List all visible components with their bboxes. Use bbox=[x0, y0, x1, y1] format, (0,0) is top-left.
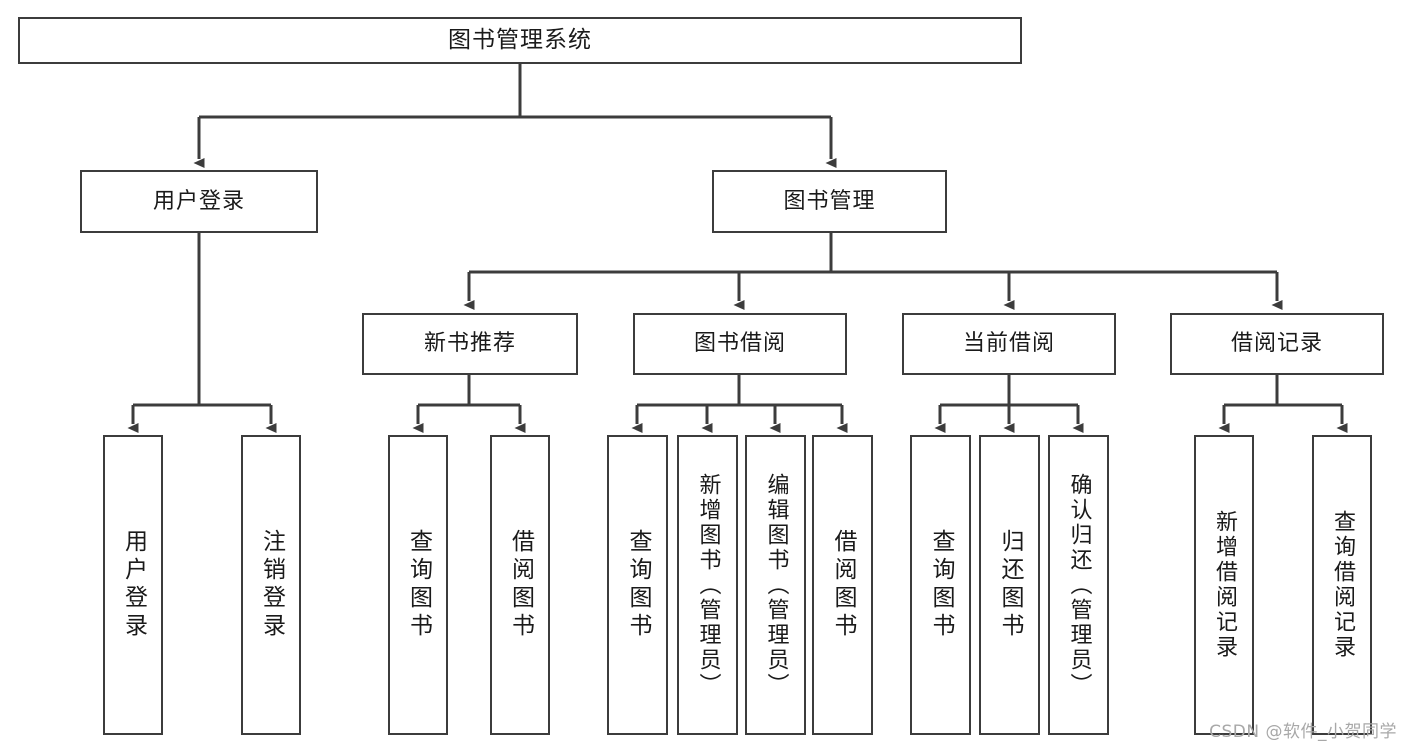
node-label: 用户登录 bbox=[152, 188, 245, 214]
node-leaf-edit-book[interactable]: 编辑图书（管理员） bbox=[745, 435, 806, 735]
node-leaf-add-borrow-record[interactable]: 新增借阅记录 bbox=[1194, 435, 1254, 735]
node-leaf-query-book-current[interactable]: 查询图书 bbox=[910, 435, 971, 735]
node-label: 新增借阅记录 bbox=[1212, 510, 1237, 660]
node-leaf-borrow-book-recommend[interactable]: 借阅图书 bbox=[490, 435, 550, 735]
node-label: 确认归还（管理员） bbox=[1066, 472, 1092, 698]
node-label: 查询图书 bbox=[928, 529, 954, 641]
node-label: 查询图书 bbox=[405, 529, 432, 641]
node-borrow-record[interactable]: 借阅记录 bbox=[1170, 313, 1384, 375]
node-label: 查询图书 bbox=[625, 529, 651, 641]
edges-user-login-leaves bbox=[127, 233, 277, 433]
node-book-borrow[interactable]: 图书借阅 bbox=[633, 313, 847, 375]
node-leaf-return-book[interactable]: 归还图书 bbox=[979, 435, 1040, 735]
node-user-login[interactable]: 用户登录 bbox=[80, 170, 318, 233]
node-leaf-confirm-return[interactable]: 确认归还（管理员） bbox=[1048, 435, 1109, 735]
node-label: 当前借阅 bbox=[962, 331, 1055, 357]
node-label: 新增图书（管理员） bbox=[695, 472, 721, 698]
csdn-watermark: CSDN @软件_小贺同学 bbox=[1209, 722, 1397, 742]
node-current-borrow[interactable]: 当前借阅 bbox=[902, 313, 1116, 375]
node-label: 图书管理系统 bbox=[448, 26, 592, 53]
edges-borrow-record-leaves bbox=[1218, 375, 1348, 433]
node-book-management[interactable]: 图书管理 bbox=[712, 170, 947, 233]
node-label: 图书借阅 bbox=[693, 331, 786, 357]
node-label: 借阅图书 bbox=[507, 529, 534, 641]
node-new-book-recommend[interactable]: 新书推荐 bbox=[362, 313, 578, 375]
node-label: 借阅记录 bbox=[1230, 331, 1323, 357]
edges-book-borrow-leaves bbox=[631, 375, 848, 433]
node-label: 注销登录 bbox=[258, 529, 285, 641]
node-leaf-logout-login[interactable]: 注销登录 bbox=[241, 435, 301, 735]
node-label: 编辑图书（管理员） bbox=[763, 472, 789, 698]
edges-level-2-books bbox=[463, 233, 1283, 310]
node-leaf-borrow-book[interactable]: 借阅图书 bbox=[812, 435, 873, 735]
node-leaf-query-borrow-record[interactable]: 查询借阅记录 bbox=[1312, 435, 1372, 735]
node-label: 图书管理 bbox=[783, 188, 876, 214]
node-label: 用户登录 bbox=[120, 529, 147, 641]
node-label: 新书推荐 bbox=[423, 331, 516, 357]
node-leaf-query-book-borrow[interactable]: 查询图书 bbox=[607, 435, 668, 735]
node-leaf-user-login[interactable]: 用户登录 bbox=[103, 435, 163, 735]
node-label: 借阅图书 bbox=[830, 529, 856, 641]
node-label: 查询借阅记录 bbox=[1330, 510, 1355, 660]
edges-level-1 bbox=[193, 64, 837, 168]
node-leaf-query-book-recommend[interactable]: 查询图书 bbox=[388, 435, 448, 735]
node-leaf-add-book[interactable]: 新增图书（管理员） bbox=[677, 435, 738, 735]
edges-new-book-leaves bbox=[412, 375, 526, 433]
node-label: 归还图书 bbox=[997, 529, 1023, 641]
edges-current-borrow-leaves bbox=[934, 375, 1084, 433]
node-root-book-management-system[interactable]: 图书管理系统 bbox=[18, 17, 1022, 64]
